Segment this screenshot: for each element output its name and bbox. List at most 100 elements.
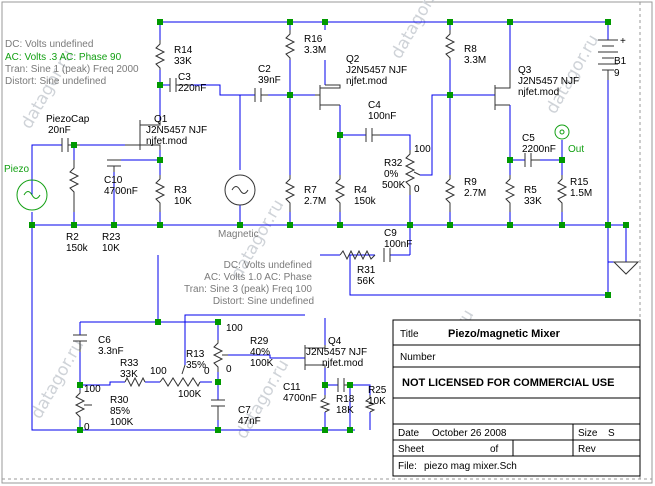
r15-ref: R15 [570,177,589,188]
c7-symbol [211,399,225,420]
rev-label: Rev [578,444,596,455]
q2-type: J2N5457 NJF [346,65,407,76]
file-label: File: [398,461,417,472]
c6-ref: C6 [98,335,111,346]
q3-ref: Q3 [518,65,532,76]
r4-ref: R4 [354,185,367,196]
r33-value: 33K [120,369,138,380]
c7-ref: C7 [238,405,251,416]
r29-bottom-mark: 0 [226,364,232,375]
r14-ref: R14 [174,45,193,56]
r30-top-mark: 100 [84,384,101,395]
r25-symbol [364,395,376,413]
c5-symbol [524,153,540,167]
r13-left-mark: 100 [150,366,167,377]
r31-symbol [339,249,376,261]
sim-ac: AC: Volts 1.0 AC: Phase [204,272,312,283]
c2-symbol [254,88,268,102]
size-label: Size [578,428,598,439]
sim-params-upper: DC: Volts undefined AC: Volts .3 AC: Pha… [5,39,139,87]
magnetic-source-symbol [224,174,256,206]
r25-ref: R25 [368,385,387,396]
r30-value: 100K [110,417,134,428]
c4-value: 100nF [368,111,396,122]
r8-value: 3.3M [464,55,486,66]
date-value: October 26 2008 [432,428,507,439]
r18-ref: R18 [336,394,355,405]
q4-type: J2N5457 NJF [306,347,367,358]
r9-symbol [444,175,456,212]
c9-ref: C9 [384,228,397,239]
r15-value: 1.5M [570,188,592,199]
sim-distort: Distort: Sine undefined [5,76,106,87]
battery-symbol [598,39,618,80]
sim-dc: DC: Volts undefined [5,39,93,50]
c5-value: 2200nF [522,144,556,155]
r29-percent: 40% [250,347,270,358]
sim-dc: DC: Volts undefined [224,260,312,271]
r30-ref: R30 [110,395,129,406]
watermark-text: datagor.ru [542,31,603,117]
piezo-label: Piezo [4,164,29,175]
r5-value: 33K [524,196,542,207]
c6-symbol [73,334,87,352]
r4-value: 150k [354,196,377,207]
size-value: S [608,428,615,439]
r30-bottom-mark: 0 [84,422,90,433]
r5-symbol [504,175,516,212]
r31-value: 56K [357,276,375,287]
magnetic-label: Magnetic [218,229,259,240]
ground-symbol [612,261,640,275]
c10-symbol [107,159,121,172]
sim-tran: Tran: Sine 3 (peak) Freq 100 [184,284,312,295]
r3-ref: R3 [174,185,187,196]
r16-value: 3.3M [304,45,326,56]
r13-right-mark: 0 [204,366,210,377]
r8-symbol [444,30,456,60]
component-symbols [16,30,640,420]
sim-ac: AC: Volts .3 AC: Phase 90 [5,52,122,63]
sim-distort: Distort: Sine undefined [213,296,314,307]
r2-ref: R2 [66,232,79,243]
q1-model: njfet.mod [146,136,187,147]
r30-percent: 85% [110,406,130,417]
c4-ref: C4 [368,100,381,111]
r16-ref: R16 [304,34,323,45]
sheet-title: Piezo/magnetic Mixer [448,328,561,340]
c3-symbol [169,78,190,92]
r9-value: 2.7M [464,188,486,199]
of-label: of [490,444,499,455]
r18-symbol [319,395,331,413]
q4-model: njfet.mod [322,358,363,369]
watermark-text: datagor.ru [387,0,448,63]
q2-model: njfet.mod [346,76,387,87]
r13-value: 100K [178,389,202,400]
r13-percent: 35% [186,360,206,371]
r25-value: 10K [368,396,386,407]
r2-value: 150k [66,243,89,254]
c3-value: 220nF [178,83,206,94]
r32-top-mark: 100 [414,144,431,155]
c7-value: 47nF [238,416,261,427]
r32-bottom-mark: 0 [414,184,420,195]
sim-tran: Tran: Sine 1 (peak) Freq 2000 [5,64,139,75]
c10-ref: C10 [104,175,123,186]
c2-value: 39nF [258,75,281,86]
title-label: Title [400,329,419,340]
r14-value: 33K [174,56,192,67]
r8-ref: R8 [464,44,477,55]
junction-nodes [29,19,629,433]
c5-ref: C5 [522,133,535,144]
q1-type: J2N5457 NJF [146,125,207,136]
c2-ref: C2 [258,64,271,75]
r5-ref: R5 [524,185,537,196]
sim-params-lower: DC: Volts undefined AC: Volts 1.0 AC: Ph… [184,260,314,307]
piezo-source-symbol [16,179,48,211]
battery-value: 9 [614,68,620,79]
q4-ref: Q4 [328,336,342,347]
battery-ref: B1 [614,56,627,67]
r33-symbol [124,376,146,388]
r23-ref: R23 [102,232,121,243]
